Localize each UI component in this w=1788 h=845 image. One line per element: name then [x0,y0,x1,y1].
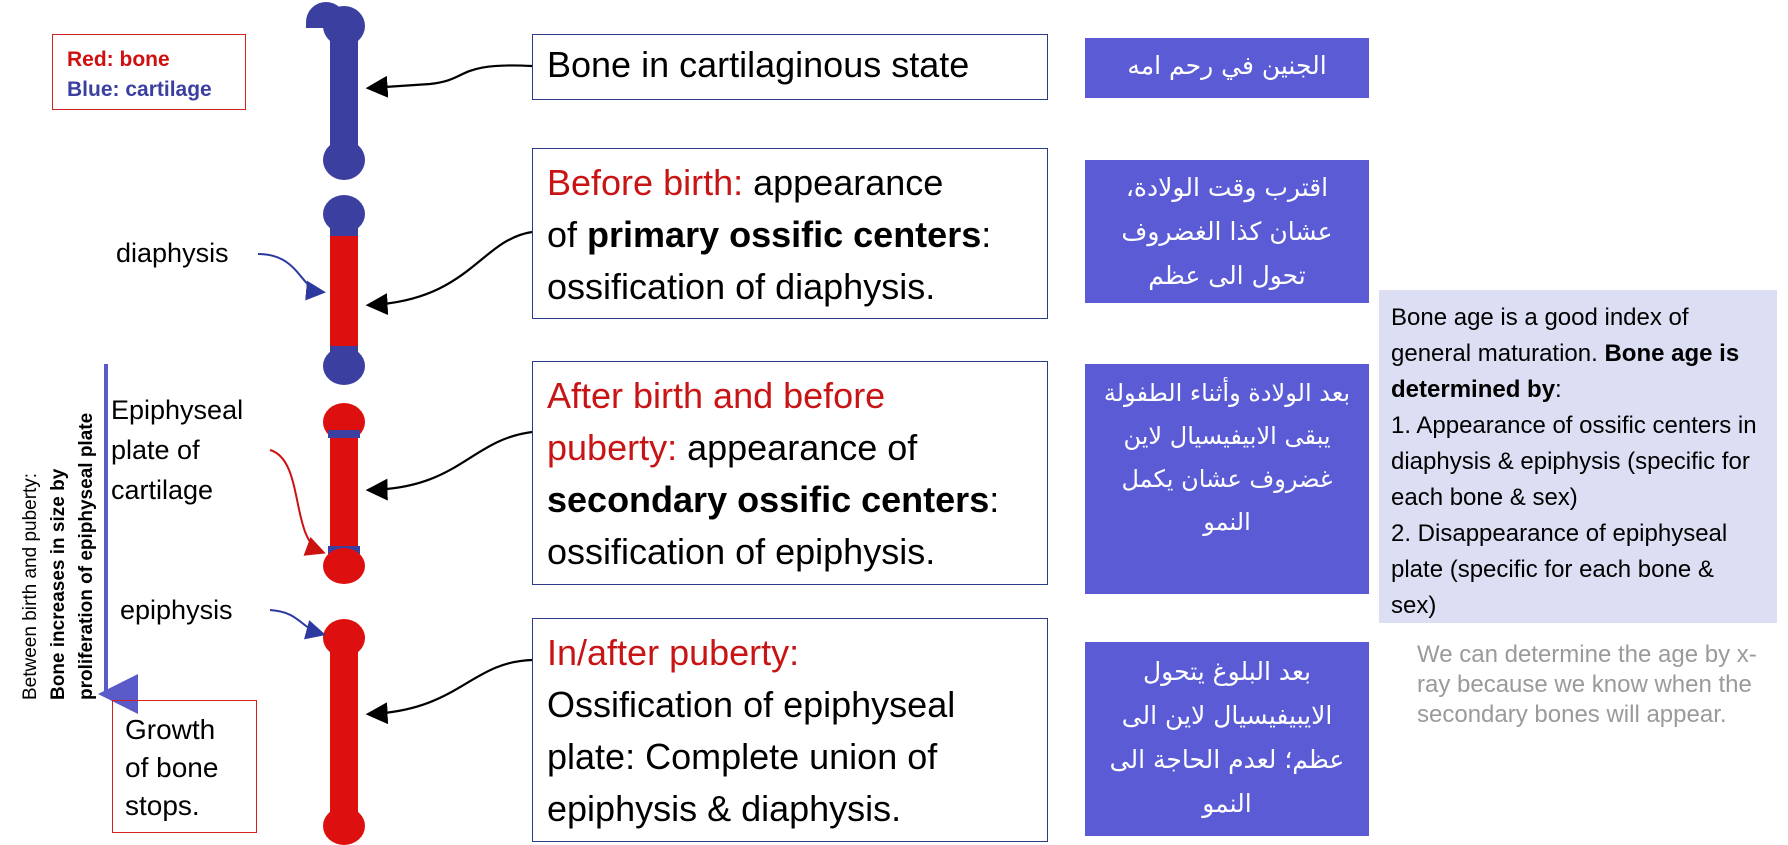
info-item: 1. Appearance of ossific centers in diap… [1391,408,1765,516]
info-intro-end: : [1555,376,1562,403]
stage-text-normal: Bone in cartilaginous state [547,44,969,85]
vertical-line-1: Between birth and puberty: [20,473,41,700]
stage-line: In/after puberty: [547,627,1033,679]
vertical-line-2: Bone increases in size by [48,468,69,700]
bone-complete-union [323,619,365,845]
stage-text-normal: ossification of diaphysis. [547,266,935,307]
connector-arrow-1 [370,65,532,88]
connector-arrow-4 [370,660,532,714]
stage-box-cartilaginous: Bone in cartilaginous state [532,34,1048,100]
connector-arrow-3 [370,432,532,490]
stage-line: ossification of diaphysis. [547,261,1033,313]
arabic-note-2: اقترب وقت الولادة، عشان كذا الغضروف تحول… [1085,160,1369,303]
label-diaphysis: diaphysis [116,233,229,273]
diaphysis-pointer [258,254,322,292]
stage-text-normal: : [989,479,999,520]
label-plate-line: cartilage [111,470,243,510]
stage-line: Before birth: appearance [547,157,1033,209]
epiphysis-pointer [270,610,322,634]
label-plate-line: Epiphyseal [111,390,243,430]
stage-text-red: In/after puberty: [547,632,799,673]
vertical-line-3: proliferation of epiphyseal plate [76,413,97,700]
stage-box-puberty: In/after puberty: Ossification of epiphys… [532,618,1048,842]
stage-line: Bone in cartilaginous state [547,39,1033,91]
bone-secondary-ossification [323,403,365,584]
stage-text-bold: secondary ossific centers [547,479,989,520]
stage-text-red: After birth and before [547,375,885,416]
stage-box-after-birth: After birth and before puberty: appearanc… [532,361,1048,585]
stage-text-red: puberty: [547,427,687,468]
xray-note: We can determine the age by x-ray becaus… [1417,640,1757,730]
info-item: 2. Disappearance of epiphyseal plate (sp… [1391,516,1765,624]
stage-text-normal: plate: Complete union of [547,736,937,777]
stage-text-normal: appearance of [687,427,917,468]
stage-text-normal: of [547,214,587,255]
growth-note-vertical: Between birth and puberty: Bone increase… [8,360,108,700]
growth-line: of bone [125,749,256,787]
stage-line: puberty: appearance of [547,422,1033,474]
growth-line: stops. [125,787,256,825]
label-epiphyseal-plate: Epiphyseal plate of cartilage [111,390,243,510]
label-plate-line: plate of [111,430,243,470]
arabic-note-4: بعد البلوغ يتحول الايبيفيسيال لاين الى ع… [1085,642,1369,836]
stage-line: ossification of epiphysis. [547,526,1033,578]
stage-text-red: Before birth: [547,162,753,203]
stage-text-normal: : [981,214,991,255]
stage-line: epiphysis & diaphysis. [547,783,1033,835]
stage-line: plate: Complete union of [547,731,1033,783]
growth-stops-box: Growth of bone stops. [112,700,257,833]
bone-cartilage-stage [306,2,365,180]
stage-line: After birth and before [547,370,1033,422]
label-epiphysis: epiphysis [120,590,233,630]
stage-line: secondary ossific centers: [547,474,1033,526]
stage-text-normal: Ossification of epiphyseal [547,684,955,725]
bone-age-info: Bone age is a good index of general matu… [1379,290,1777,623]
connector-arrow-2 [370,232,532,305]
plate-pointer [270,450,322,552]
stage-text-normal: ossification of epiphysis. [547,531,935,572]
growth-note-svg: Between birth and puberty: Bone increase… [8,360,108,700]
stage-text-normal: epiphysis & diaphysis. [547,788,901,829]
stage-line: of primary ossific centers: [547,209,1033,261]
stage-text-normal: appearance [753,162,943,203]
stage-line: Ossification of epiphyseal [547,679,1033,731]
growth-line: Growth [125,711,256,749]
bone-primary-ossification [323,195,365,385]
stage-text-bold: primary ossific centers [587,214,981,255]
arabic-note-1: الجنين في رحم امه [1085,38,1369,98]
arabic-note-3: بعد الولادة وأثناء الطفولة يبقى الابيفيس… [1085,364,1369,594]
